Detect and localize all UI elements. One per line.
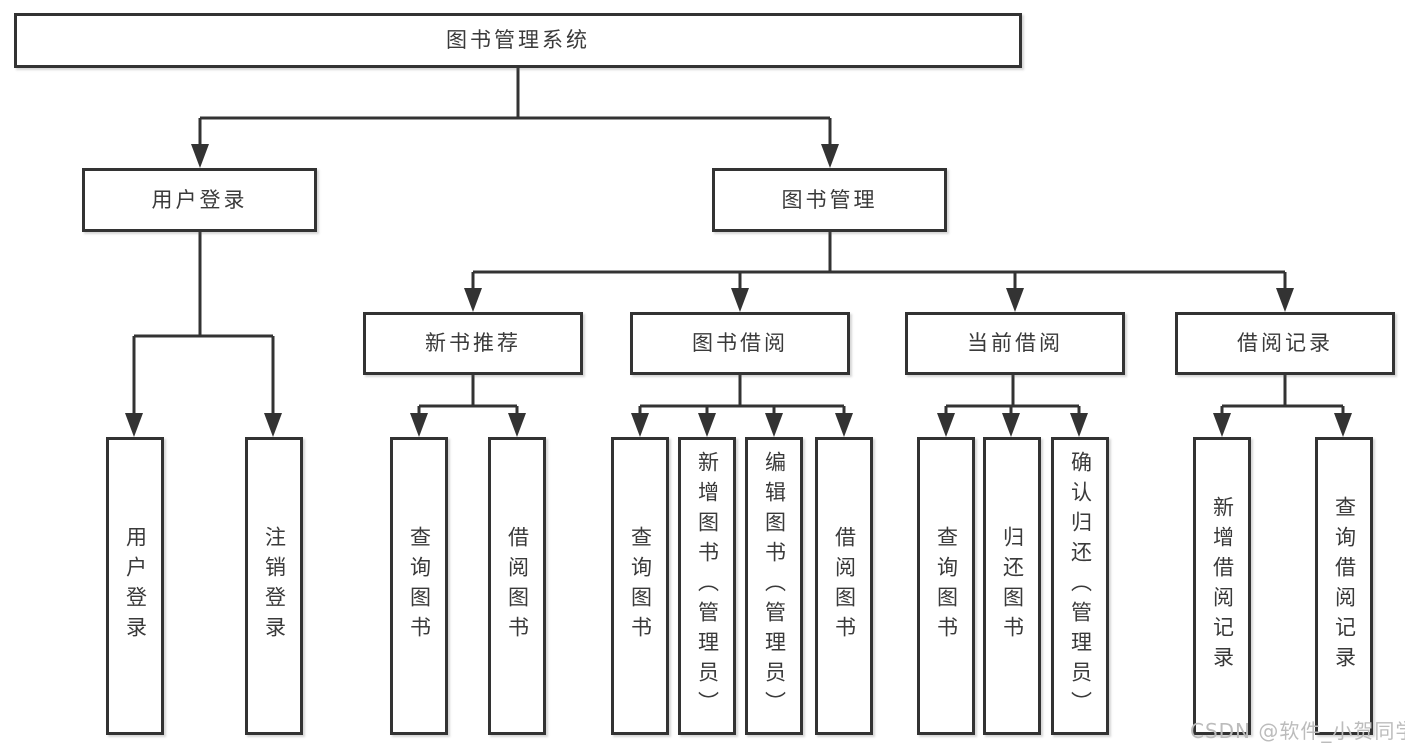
leaf-user-login: 用户登录 [106,437,164,735]
leaf-borrowing-edit-books-admin: 编辑图书（管理员） [745,437,803,735]
node-user-login: 用户登录 [82,168,317,232]
leaf-borrowing-borrow-books: 借阅图书 [815,437,873,735]
leaf-current-query-books: 查询图书 [917,437,975,735]
node-current-borrowing: 当前借阅 [905,312,1125,375]
leaf-records-query-borrow-record: 查询借阅记录 [1315,437,1373,735]
node-book-management: 图书管理 [712,168,947,232]
leaf-logout-login: 注销登录 [245,437,303,735]
leaf-current-return-books: 归还图书 [983,437,1041,735]
node-root-system: 图书管理系统 [14,13,1022,68]
leaf-borrowing-add-books-admin: 新增图书（管理员） [678,437,736,735]
leaf-current-confirm-return-admin: 确认归还（管理员） [1051,437,1109,735]
node-book-borrowing: 图书借阅 [630,312,850,375]
node-new-book-recommend: 新书推荐 [363,312,583,375]
leaf-records-add-borrow-record: 新增借阅记录 [1193,437,1251,735]
node-borrowing-records: 借阅记录 [1175,312,1395,375]
leaf-recommend-borrow-books: 借阅图书 [488,437,546,735]
leaf-borrowing-query-books: 查询图书 [611,437,669,735]
csdn-watermark: CSDN @软件_小贺同学 [1190,719,1405,743]
leaf-recommend-query-books: 查询图书 [390,437,448,735]
